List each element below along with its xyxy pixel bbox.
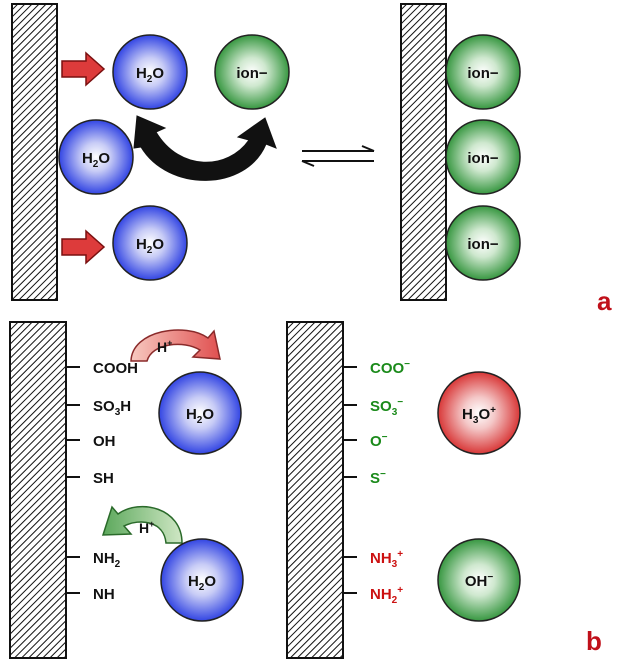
functional-groups-right [343, 366, 357, 594]
water-molecule: H2O [160, 538, 244, 622]
cationic-group-label: NH3+ [370, 549, 403, 570]
proton-uptake-arrow [101, 505, 183, 544]
water-molecule: H2O [112, 34, 188, 110]
water-molecule: H2O [158, 371, 242, 455]
functional-group-label: SO3H [93, 398, 131, 418]
water-molecule: H2O [112, 205, 188, 281]
svg-text:H2O: H2O [136, 236, 164, 256]
hydronium-ion: H3O+ [437, 371, 521, 455]
panel-a: H2O H2O H2O ion− [11, 3, 612, 316]
water-label: H [136, 65, 147, 82]
water-label: H [82, 150, 93, 167]
svg-text:H2O: H2O [82, 150, 110, 170]
svg-text:H2O: H2O [186, 406, 214, 426]
ion-label: ion− [467, 65, 498, 82]
functional-group-label: NH2 [93, 550, 121, 570]
proton-label: H+ [157, 338, 172, 355]
anionic-group-label: S− [370, 469, 386, 487]
anionic-group-label: O− [370, 432, 388, 450]
functional-group-label: SH [93, 470, 114, 487]
exchange-arrow [133, 115, 277, 181]
functional-group-label: COOH [93, 360, 138, 377]
water-label: H [136, 236, 147, 253]
equilibrium-arrows [301, 145, 375, 167]
ion-sphere-adsorbed: ion− [445, 34, 521, 110]
ion-label: ion− [467, 150, 498, 167]
panel-b: COOH SO3H OH SH NH2 NH H+ H+ H2O H2O COO… [9, 321, 602, 659]
proton-release-arrow [130, 329, 221, 362]
push-arrow-top [61, 51, 106, 87]
surface-wall-b-left [9, 321, 67, 659]
anionic-group-label: SO3− [370, 397, 403, 418]
ion-sphere-adsorbed: ion− [445, 119, 521, 195]
surface-wall-a-right [400, 3, 447, 301]
svg-text:H2O: H2O [136, 65, 164, 85]
svg-text:H3O+: H3O+ [462, 405, 496, 426]
proton-label: H+ [139, 519, 154, 536]
ion-sphere-adsorbed: ion− [445, 205, 521, 281]
svg-text:OH−: OH− [465, 572, 494, 590]
anionic-group-label: COO− [370, 359, 410, 377]
functional-groups-left [66, 366, 80, 594]
functional-group-label: NH [93, 586, 115, 603]
cationic-group-label: NH2+ [370, 585, 403, 606]
ion-label: ion− [236, 65, 267, 82]
surface-wall-a-left [11, 3, 58, 301]
push-arrow-bottom [61, 229, 106, 265]
ion-sphere-free: ion− [214, 34, 290, 110]
panel-label-b: b [586, 626, 602, 656]
functional-group-label: OH [93, 433, 116, 450]
panel-label-a: a [597, 286, 612, 316]
water-molecule: H2O [58, 119, 134, 195]
svg-text:H2O: H2O [188, 573, 216, 593]
hydroxide-ion: OH− [437, 538, 521, 622]
ion-label: ion− [467, 236, 498, 253]
surface-wall-b-right [286, 321, 344, 659]
